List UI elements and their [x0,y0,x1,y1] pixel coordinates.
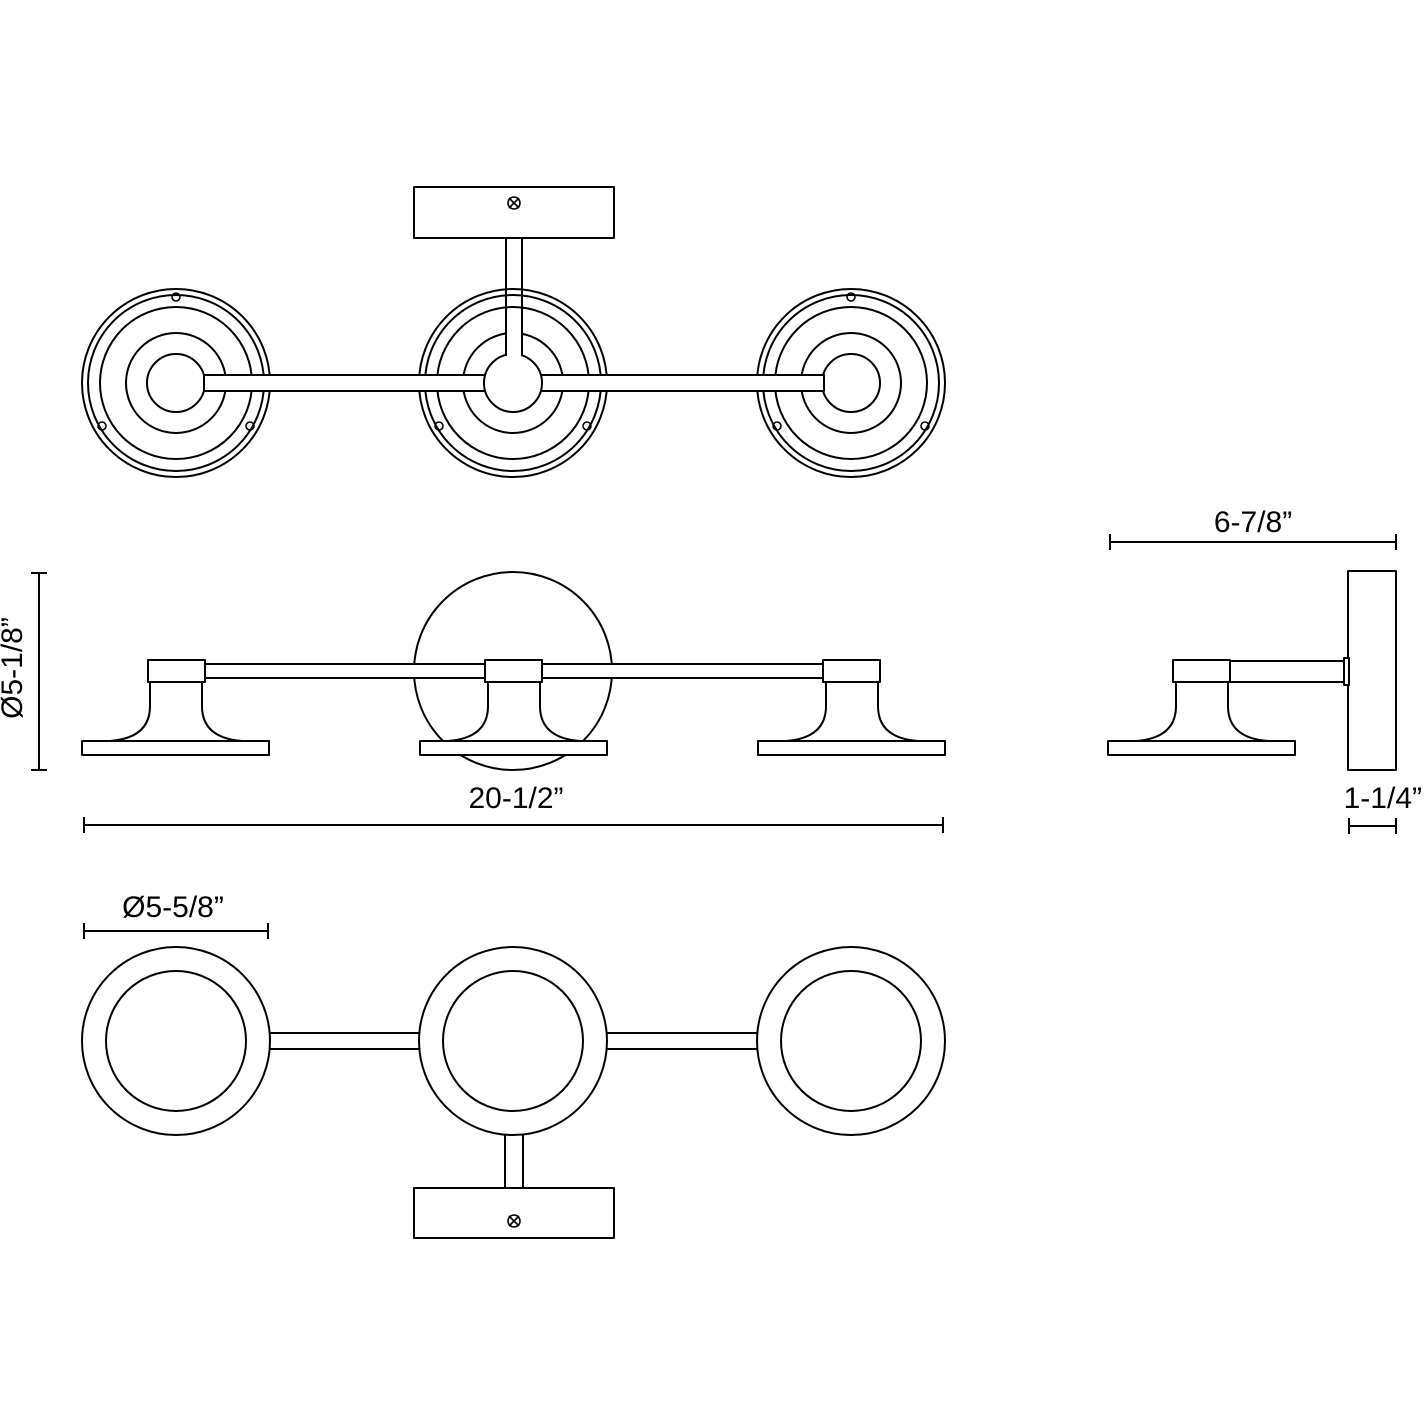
dimension-backplate-depth: 1-1/4” [1344,782,1422,834]
backplate-depth-label: 1-1/4” [1344,782,1422,815]
front-arm-right [541,663,824,679]
top-view [81,186,946,478]
dimension-extension: 6-7/8” [1109,506,1397,550]
bottom-shade-right [756,946,946,1136]
overall-width-label: 20-1/2” [468,782,563,815]
top-canopy [413,186,615,239]
side-arm [1228,660,1348,683]
bottom-arm-right [599,1032,765,1050]
side-head-cap [1172,659,1231,683]
front-view [81,571,946,771]
side-head-base [1107,740,1296,756]
front-head-left [81,659,270,756]
top-head-left [81,288,271,478]
front-arm-left [204,663,486,679]
front-head-right [757,659,946,756]
screw-icon [507,196,521,210]
dimension-shade-diameter-bottom: Ø5-5/8” [83,891,269,939]
bottom-canopy [413,1187,615,1239]
dimension-overall-width: 20-1/2” [83,782,944,833]
bottom-arm-left [261,1032,427,1050]
bottom-stem [504,1127,524,1189]
bottom-shade-middle [418,946,608,1136]
shade-diameter-side-label: Ø5-1/8” [0,617,29,719]
dimension-shade-diameter-side: Ø5-1/8” [0,572,47,771]
top-center-hub [483,353,543,413]
side-view [1107,570,1397,771]
side-backplate [1347,570,1397,771]
shade-diameter-bottom-label: Ø5-5/8” [122,891,224,924]
front-head-middle [419,659,608,756]
bottom-shade-left [81,946,271,1136]
bottom-view [81,946,946,1239]
extension-label: 6-7/8” [1214,506,1292,539]
screw-icon [507,1214,521,1228]
